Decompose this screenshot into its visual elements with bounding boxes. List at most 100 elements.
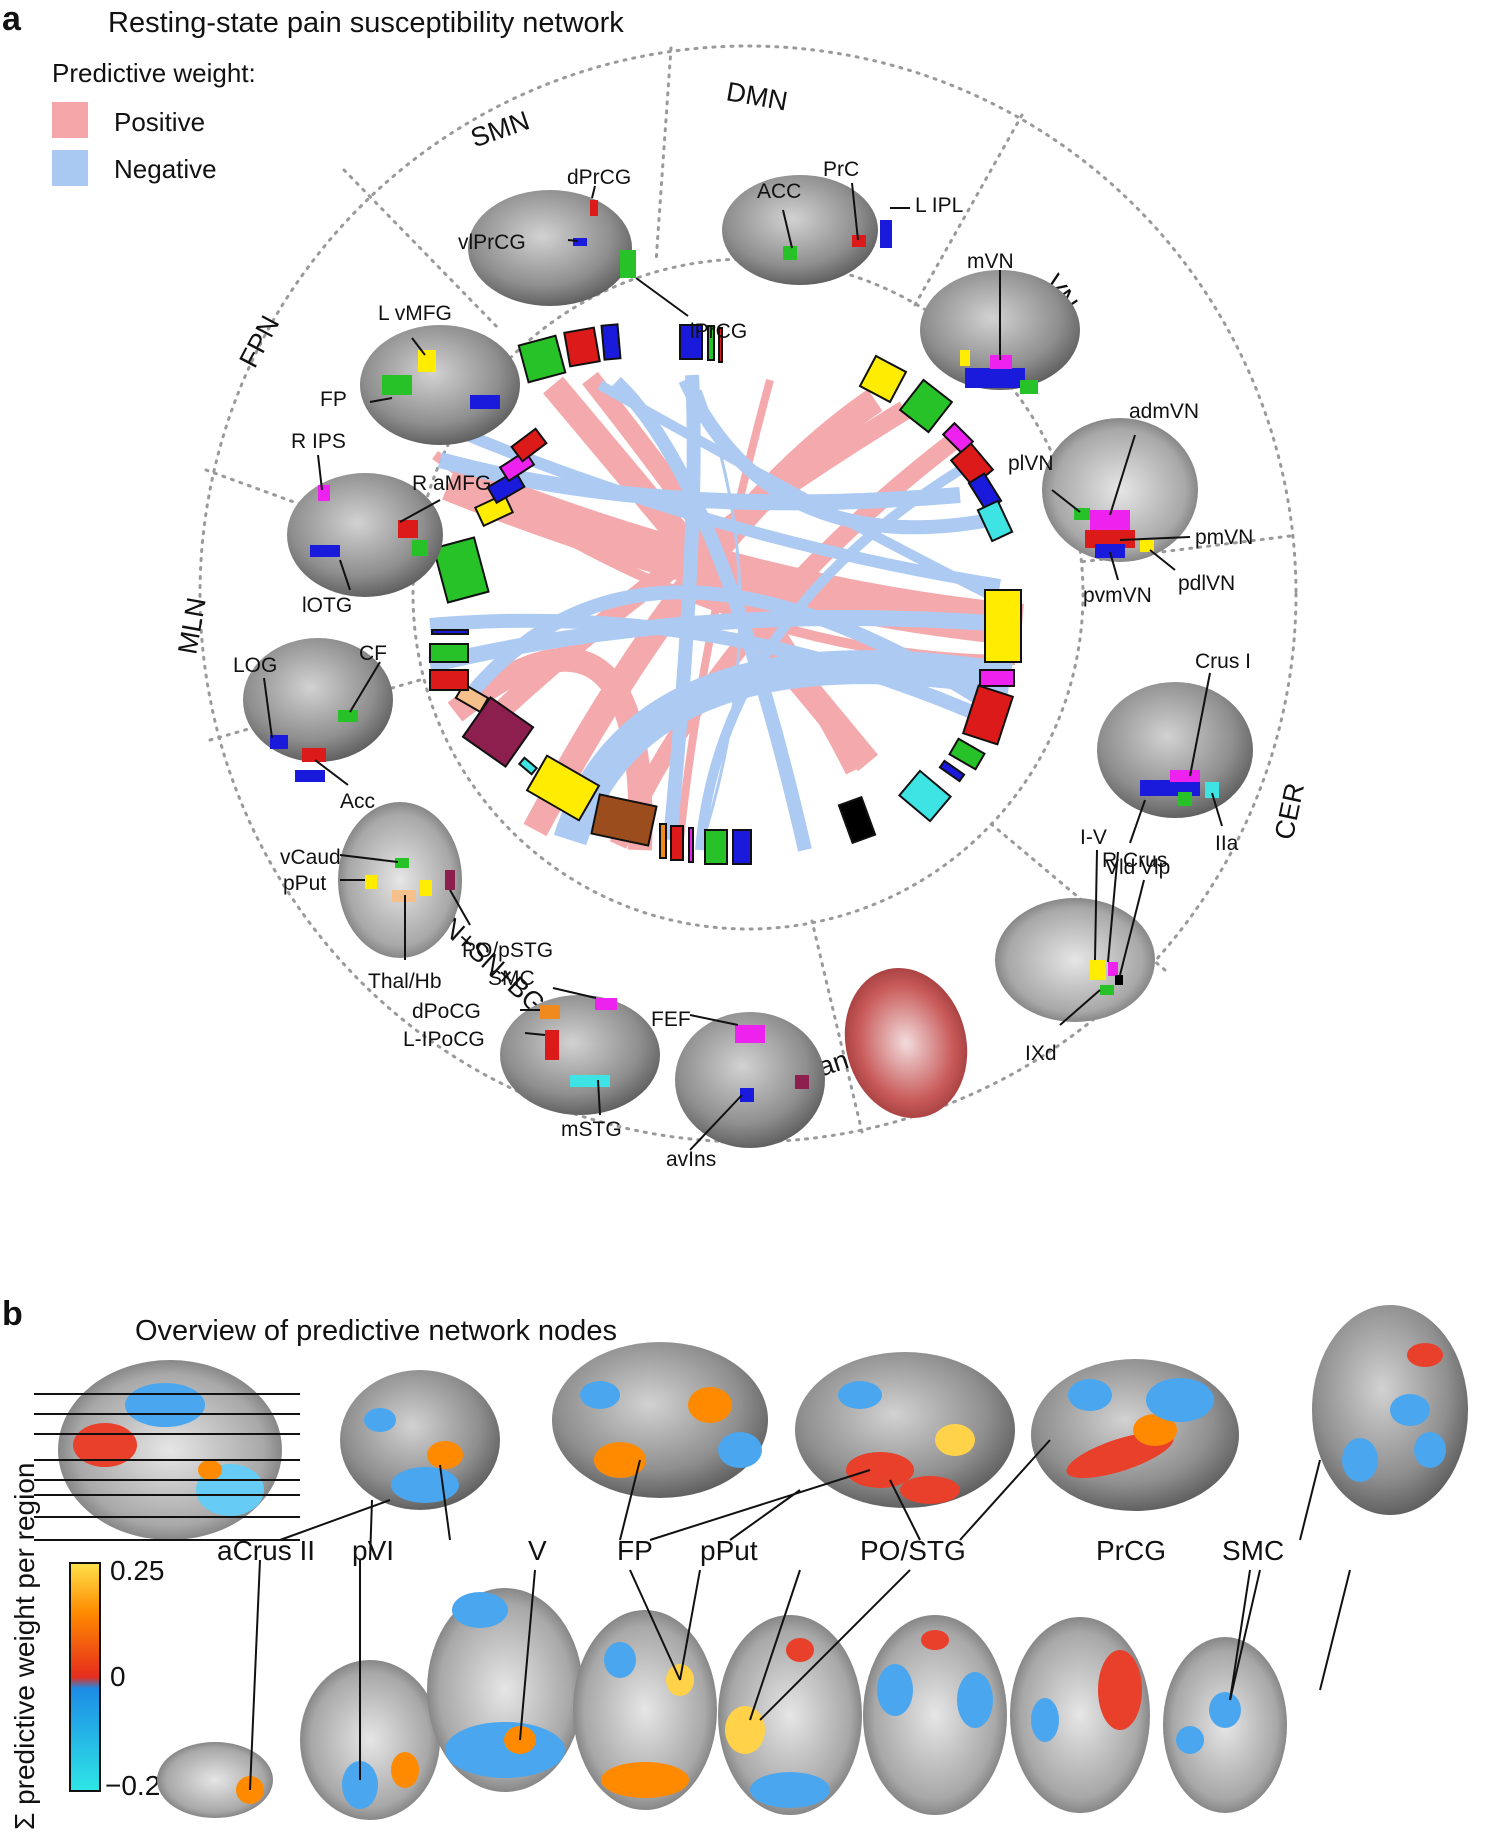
brain-meangm-image xyxy=(844,967,968,1119)
divider-meangm-van xyxy=(810,919,864,1134)
brain-van-insula xyxy=(675,1012,825,1148)
label-fef: FEF xyxy=(651,1008,691,1031)
blob-fpnb-blue xyxy=(310,545,340,557)
region-labels: dPrCG vlPrCG lPrCG ACC PrC L IPL mVN adm… xyxy=(233,158,1253,1171)
label-mstg: mSTG xyxy=(561,1118,622,1141)
axial-6-red xyxy=(921,1630,949,1650)
blob-cers-yellow xyxy=(1090,960,1106,980)
b-label-pput: pPut xyxy=(700,1535,758,1566)
brain-van-lateral xyxy=(500,995,660,1115)
medial3d-orange2 xyxy=(594,1442,646,1478)
label-thalhb: Thal/Hb xyxy=(368,970,442,993)
blob-vn-magenta xyxy=(990,355,1012,369)
legend-negative-swatch xyxy=(52,150,88,186)
brain-smn-image xyxy=(468,190,632,306)
sagittal-blob-blue xyxy=(125,1383,205,1427)
medial3d-blue xyxy=(580,1381,620,1409)
node-cer-rcrus xyxy=(938,759,966,783)
legend-positive-label: Positive xyxy=(114,107,205,137)
label-avins: avIns xyxy=(666,1148,716,1171)
brain-cer-top-image xyxy=(1097,682,1253,818)
axial-6-blue xyxy=(877,1664,913,1716)
blob-fpnb-magenta xyxy=(318,485,330,501)
label-log: LOG xyxy=(233,654,277,677)
panel-b-labels: aCrus II pVI V FP pPut PO/STG PrCG SMC xyxy=(217,1535,1284,1566)
blob-vanax-yellow2 xyxy=(420,880,432,896)
blob-vani-blue xyxy=(740,1088,754,1102)
label-vld: Vld xyxy=(1105,856,1135,879)
medial3d-orange xyxy=(688,1387,732,1423)
ribbon-mln-cer xyxy=(428,610,1021,673)
axial-3-blue xyxy=(445,1722,565,1778)
label-pvmvn: pvmVN xyxy=(1083,584,1152,607)
label-dpocg: dPoCG xyxy=(412,1000,481,1023)
label-lvmfg: L vMFG xyxy=(378,302,452,325)
blob-mln-blue2 xyxy=(295,770,325,782)
brain-fpn-top-image xyxy=(360,325,520,445)
b-label-smc: SMC xyxy=(1222,1535,1284,1566)
blob-vanl-red xyxy=(545,1030,559,1060)
axial-3-blue2 xyxy=(452,1592,508,1628)
network-label-smn: SMN xyxy=(467,105,533,153)
label-iv: I-V xyxy=(1080,826,1107,849)
blob-dmn-red xyxy=(852,235,866,247)
cer3d-blue2 xyxy=(364,1408,396,1432)
label-lipocg: L-IPoCG xyxy=(403,1028,485,1051)
label-accm: Acc xyxy=(340,790,375,813)
axial-4-blue xyxy=(604,1642,636,1678)
leader-lines xyxy=(263,182,1223,1151)
node-van-avins xyxy=(732,829,752,865)
label-ixd: IXd xyxy=(1025,1042,1057,1065)
blob-smn-blue xyxy=(573,238,587,246)
ribbon-dmn-vn xyxy=(678,377,992,535)
blob-dmn-green xyxy=(783,246,797,260)
blob-cer-green xyxy=(1178,792,1192,806)
label-vlprcg: vlPrCG xyxy=(458,231,526,254)
axial-slices xyxy=(157,1588,1287,1820)
node-van-fef xyxy=(704,829,728,865)
axial-5-yellow xyxy=(725,1706,765,1754)
node-van-lipocg xyxy=(659,823,667,859)
chord-nodes xyxy=(429,323,1022,865)
label-pdlvn: pdlVN xyxy=(1178,572,1235,595)
node-meangm xyxy=(837,795,877,845)
brain-mln xyxy=(243,638,393,782)
lateral-blue xyxy=(1146,1378,1214,1422)
node-dmn-acc xyxy=(707,325,715,361)
brain-cerebellum-3d xyxy=(340,1370,500,1510)
node-cer-vld xyxy=(961,684,1015,746)
node-mln-acc xyxy=(429,669,469,691)
blob-vanax-maroon xyxy=(445,870,455,890)
panel-a-letter: a xyxy=(2,0,22,38)
ribbon-mln-cer-2 xyxy=(429,613,993,727)
label-vlp: Vlp xyxy=(1140,856,1170,879)
node-van-mstg xyxy=(590,793,658,847)
brain-medial2-3d xyxy=(795,1352,1015,1508)
b-label-acrusii: aCrus II xyxy=(217,1535,315,1566)
blob-cer-magenta xyxy=(1170,770,1200,782)
outer-ring xyxy=(198,44,1298,1144)
blob-vn-yellow xyxy=(960,350,970,366)
axial-5-blue xyxy=(750,1772,830,1808)
blob-fpnb-red xyxy=(398,520,418,538)
label-lipl: L IPL xyxy=(915,194,963,217)
divider-smn-dmn xyxy=(654,46,673,264)
axial-7-blue xyxy=(1031,1698,1059,1742)
blob-vani-magenta xyxy=(735,1025,765,1043)
label-ramfg: R aMFG xyxy=(412,472,491,495)
panel-a-title: Resting-state pain susceptibility networ… xyxy=(108,7,624,39)
panel-b-leader-lines xyxy=(249,1439,1351,1791)
sagittal-blob-orange xyxy=(198,1460,222,1480)
dorsal-blue xyxy=(1390,1394,1430,1426)
label-vcaud: vCaud xyxy=(280,846,341,869)
label-rcrus: R Crus xyxy=(1102,849,1167,872)
axial-5-red xyxy=(786,1638,814,1662)
label-pput: pPut xyxy=(283,872,326,895)
label-crusi: Crus I xyxy=(1195,650,1251,673)
blob-cers-green xyxy=(1100,985,1114,995)
node-van-dpocg xyxy=(670,825,684,861)
node-smn-vlprcg xyxy=(600,323,622,361)
blob-vanl-magenta xyxy=(595,998,617,1010)
blob-vnax-magenta xyxy=(1090,510,1130,530)
brain-cer-sagittal xyxy=(995,898,1155,1022)
